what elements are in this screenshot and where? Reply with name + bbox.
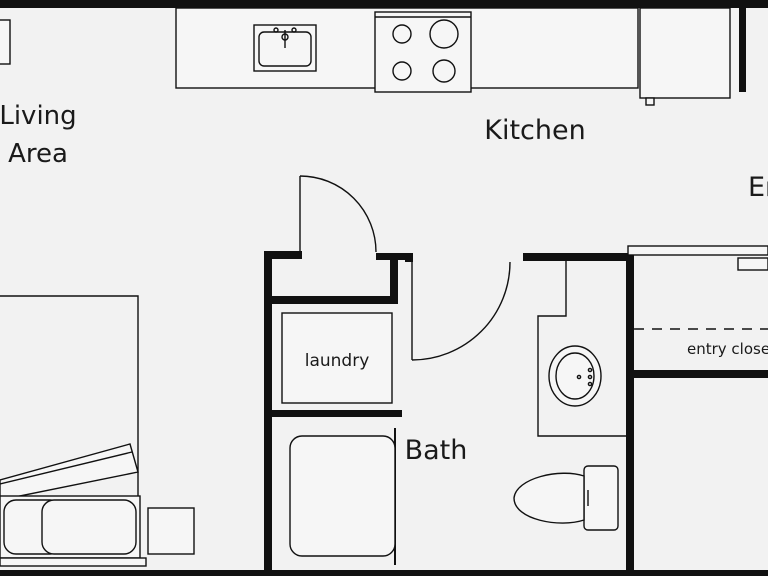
refrigerator (639, 7, 731, 106)
bathroom-vanity (537, 261, 626, 437)
bath-door (411, 261, 511, 361)
bath-right-wall (626, 253, 634, 573)
laundry-label: laundry (305, 351, 370, 371)
exterior-wall-bottom (0, 570, 768, 576)
laundry-appliance (281, 312, 393, 404)
entry-closet-label: entry close (687, 340, 768, 358)
kitchen-label: Kitchen (484, 115, 585, 146)
entry-closet (626, 245, 768, 378)
living-wall-fixture (0, 19, 11, 65)
stove (374, 11, 472, 93)
bed (0, 295, 147, 567)
entry-label: En (748, 172, 768, 203)
living-area-label-1: Living (0, 101, 77, 131)
laundry-closet-inner-bottom (264, 296, 398, 304)
bath-top-wall (523, 253, 633, 261)
toilet (513, 465, 619, 531)
bath-label: Bath (405, 435, 468, 466)
living-area-label-2: Area (8, 139, 68, 169)
nightstand (147, 507, 195, 555)
laundry-door (299, 175, 377, 256)
bathtub (289, 428, 396, 565)
kitchen-sink (253, 24, 317, 72)
bath-door-jamb (405, 253, 413, 262)
entry-wall-segment (739, 8, 746, 92)
laundry-bath-divider (264, 410, 402, 417)
laundry-top-wall-left (264, 251, 302, 259)
exterior-wall-top (0, 0, 768, 8)
laundry-closet-inner-right (390, 253, 398, 304)
